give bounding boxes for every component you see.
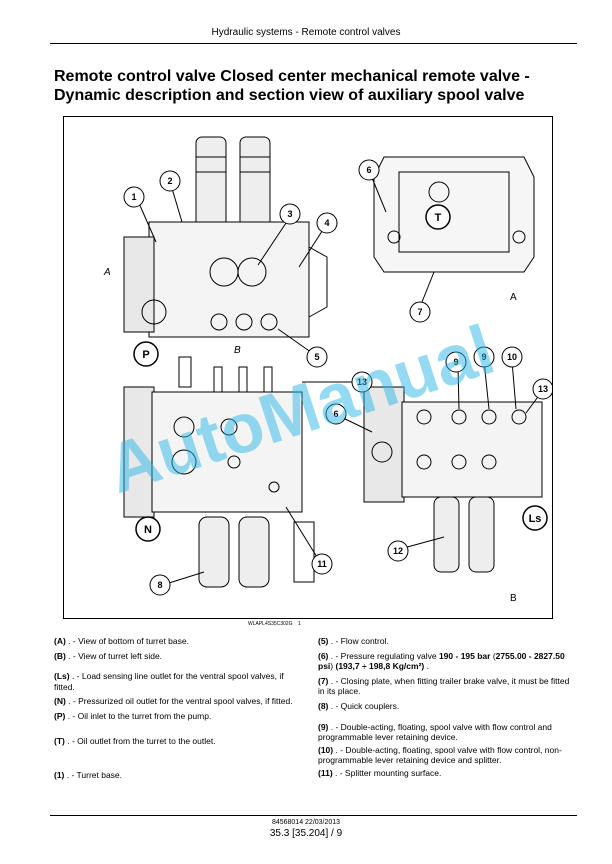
legend-item-11: (11) . - Splitter mounting surface. xyxy=(318,767,442,778)
callout-8: 8 xyxy=(149,574,171,596)
callout-Ls: Ls xyxy=(522,505,548,531)
callout-11: 11 xyxy=(311,553,333,575)
legend-item-Ls: (Ls) . - Load sensing line outlet for th… xyxy=(54,671,284,692)
callout-5: 5 xyxy=(306,346,328,368)
svg-text:11: 11 xyxy=(317,559,327,569)
legend-item-6: (6) . - Pressure regulating valve 190 - … xyxy=(318,650,565,672)
view-label-a: A xyxy=(510,292,517,303)
drawing-top-right xyxy=(373,156,535,273)
svg-text:3: 3 xyxy=(287,209,292,219)
svg-text:13: 13 xyxy=(538,384,548,394)
legend-item-A: (A) . - View of bottom of turret base. xyxy=(54,636,189,646)
legend-item-10: (10) . - Double-acting, floating, spool … xyxy=(318,744,562,766)
svg-text:12: 12 xyxy=(393,546,403,556)
legend-item-8: (8) . - Quick couplers. xyxy=(318,700,400,711)
figure-number: 1 xyxy=(298,621,301,627)
callout-9-b: 9 xyxy=(473,346,495,368)
page-title: Remote control valve Closed center mecha… xyxy=(54,68,530,104)
callout-3: 3 xyxy=(279,203,301,225)
svg-text:8: 8 xyxy=(157,580,162,590)
drawing-top-left xyxy=(123,136,328,338)
view-label-b: B xyxy=(510,593,517,604)
legend-item-B: (B) . - View of turret left side. xyxy=(54,650,163,661)
legend-item-7: (7) . - Closing plate, when fitting trai… xyxy=(318,675,570,697)
legend-item-9: (9) . - Double-acting, floating, spool v… xyxy=(318,721,552,743)
footer-rule xyxy=(50,815,577,816)
legend-item-5: (5) . - Flow control. xyxy=(318,636,389,646)
view-label-b-arrow: B xyxy=(234,345,241,356)
svg-text:4: 4 xyxy=(324,218,329,228)
svg-text:N: N xyxy=(144,524,152,536)
svg-text:5: 5 xyxy=(314,352,319,362)
svg-text:P: P xyxy=(142,349,149,361)
figure-code: WLAPL4S35C302G xyxy=(248,621,293,627)
svg-text:2: 2 xyxy=(167,176,172,186)
callout-12: 12 xyxy=(387,540,409,562)
callout-7: 7 xyxy=(409,301,431,323)
callout-10: 10 xyxy=(501,346,523,368)
svg-text:6: 6 xyxy=(333,409,338,419)
callout-4: 4 xyxy=(316,212,338,234)
valve-illustration: 1 2 3 4 5 6 7 6 8 9 9 10 11 12 13 13 P T… xyxy=(98,136,552,604)
svg-text:9: 9 xyxy=(453,357,458,367)
header-rule xyxy=(50,43,577,44)
svg-text:7: 7 xyxy=(417,307,422,317)
callout-N: N xyxy=(135,516,161,542)
legend-item-N: (N) . - Pressurized oil outlet for the v… xyxy=(54,696,293,707)
legend-item-1: (1) . - Turret base. xyxy=(54,770,123,781)
callout-P: P xyxy=(133,341,159,367)
callout-9-a: 9 xyxy=(445,351,467,373)
figure-id: WLAPL4S35C302G 1 xyxy=(248,621,301,627)
page-header: Hydraulic systems - Remote control valve… xyxy=(211,27,401,38)
drawing-bottom-left xyxy=(123,356,315,588)
svg-text:13: 13 xyxy=(357,377,367,387)
footer-page: 35.3 [35.204] / 9 xyxy=(269,828,343,839)
svg-text:Ls: Ls xyxy=(529,513,542,525)
svg-text:T: T xyxy=(435,212,442,224)
figure: 1 2 3 4 5 6 7 6 8 9 9 10 11 12 13 13 P T… xyxy=(63,116,553,619)
svg-text:1: 1 xyxy=(131,192,136,202)
callout-2: 2 xyxy=(159,170,181,192)
legend-right: (5) . - Flow control. (6) . - Pressure r… xyxy=(318,636,576,783)
callout-T: T xyxy=(425,204,451,230)
legend-item-P: (P) . - Oil inlet to the turret from the… xyxy=(54,710,212,721)
callout-6-top: 6 xyxy=(358,159,380,181)
svg-text:10: 10 xyxy=(507,352,517,362)
callout-1: 1 xyxy=(123,186,145,208)
drawing-bottom-right xyxy=(363,386,543,573)
svg-text:6: 6 xyxy=(366,165,371,175)
callout-13-left: 13 xyxy=(351,371,373,393)
legend-left: (A) . - View of bottom of turret base. (… xyxy=(54,636,302,785)
callout-6-bottom: 6 xyxy=(325,403,347,425)
callout-13-right: 13 xyxy=(532,378,552,400)
footer-doc: 84568014 22/03/2013 xyxy=(271,819,341,826)
view-label-a-arrow: A xyxy=(103,267,111,278)
svg-text:9: 9 xyxy=(481,352,486,362)
legend-item-T: (T) . - Oil outlet from the turret to th… xyxy=(54,735,216,746)
